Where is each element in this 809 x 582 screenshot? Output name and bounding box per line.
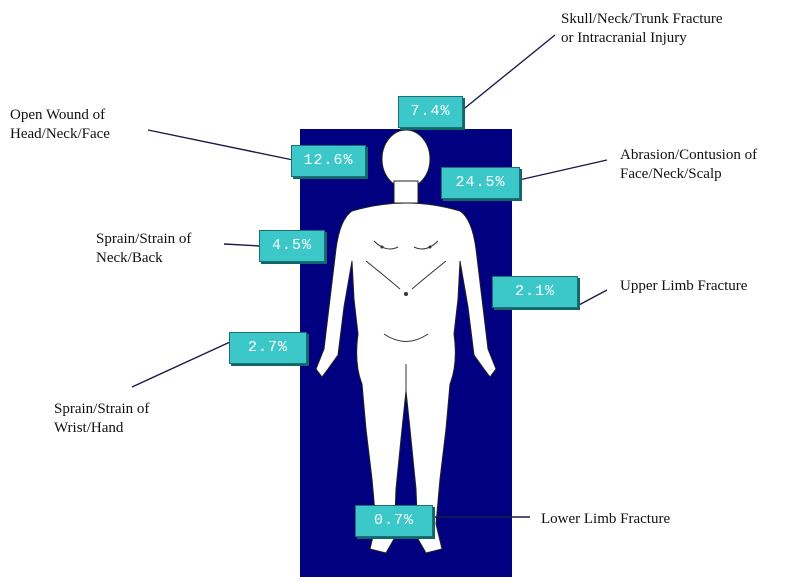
badge-wrist-hand: 2.7% (229, 332, 307, 364)
label-abrasion-line2: Face/Neck/Scalp (620, 165, 757, 184)
label-open-wound-line2: Head/Neck/Face (10, 125, 110, 144)
label-wrist-hand: Sprain/Strain of Wrist/Hand (54, 400, 149, 438)
label-neck-back-line2: Neck/Back (96, 249, 191, 268)
leader-line-skull (460, 35, 555, 112)
label-open-wound-line1: Open Wound of (10, 106, 110, 125)
label-neck-back: Sprain/Strain of Neck/Back (96, 230, 191, 268)
label-wrist-hand-line2: Wrist/Hand (54, 419, 149, 438)
label-lower-limb-line1: Lower Limb Fracture (541, 510, 670, 529)
label-abrasion: Abrasion/Contusion of Face/Neck/Scalp (620, 146, 757, 184)
badge-upper-limb: 2.1% (492, 276, 578, 308)
leader-line-wrist-hand (132, 342, 230, 387)
leader-line-neck-back (224, 244, 260, 246)
label-upper-limb: Upper Limb Fracture (620, 277, 747, 296)
badge-open-wound: 12.6% (291, 145, 366, 177)
leader-line-upper-limb (577, 290, 607, 306)
label-lower-limb: Lower Limb Fracture (541, 510, 670, 529)
badge-lower-limb: 0.7% (355, 505, 433, 537)
label-upper-limb-line1: Upper Limb Fracture (620, 277, 747, 296)
label-skull: Skull/Neck/Trunk Fracture or Intracrania… (561, 10, 723, 48)
label-neck-back-line1: Sprain/Strain of (96, 230, 191, 249)
leader-line-abrasion (519, 160, 607, 180)
label-abrasion-line1: Abrasion/Contusion of (620, 146, 757, 165)
label-wrist-hand-line1: Sprain/Strain of (54, 400, 149, 419)
leader-line-open-wound (148, 130, 293, 160)
badge-neck-back: 4.5% (259, 230, 325, 262)
badge-abrasion: 24.5% (441, 167, 520, 199)
badge-skull: 7.4% (398, 96, 463, 128)
label-open-wound: Open Wound of Head/Neck/Face (10, 106, 110, 144)
label-skull-line2: or Intracranial Injury (561, 29, 723, 48)
label-skull-line1: Skull/Neck/Trunk Fracture (561, 10, 723, 29)
